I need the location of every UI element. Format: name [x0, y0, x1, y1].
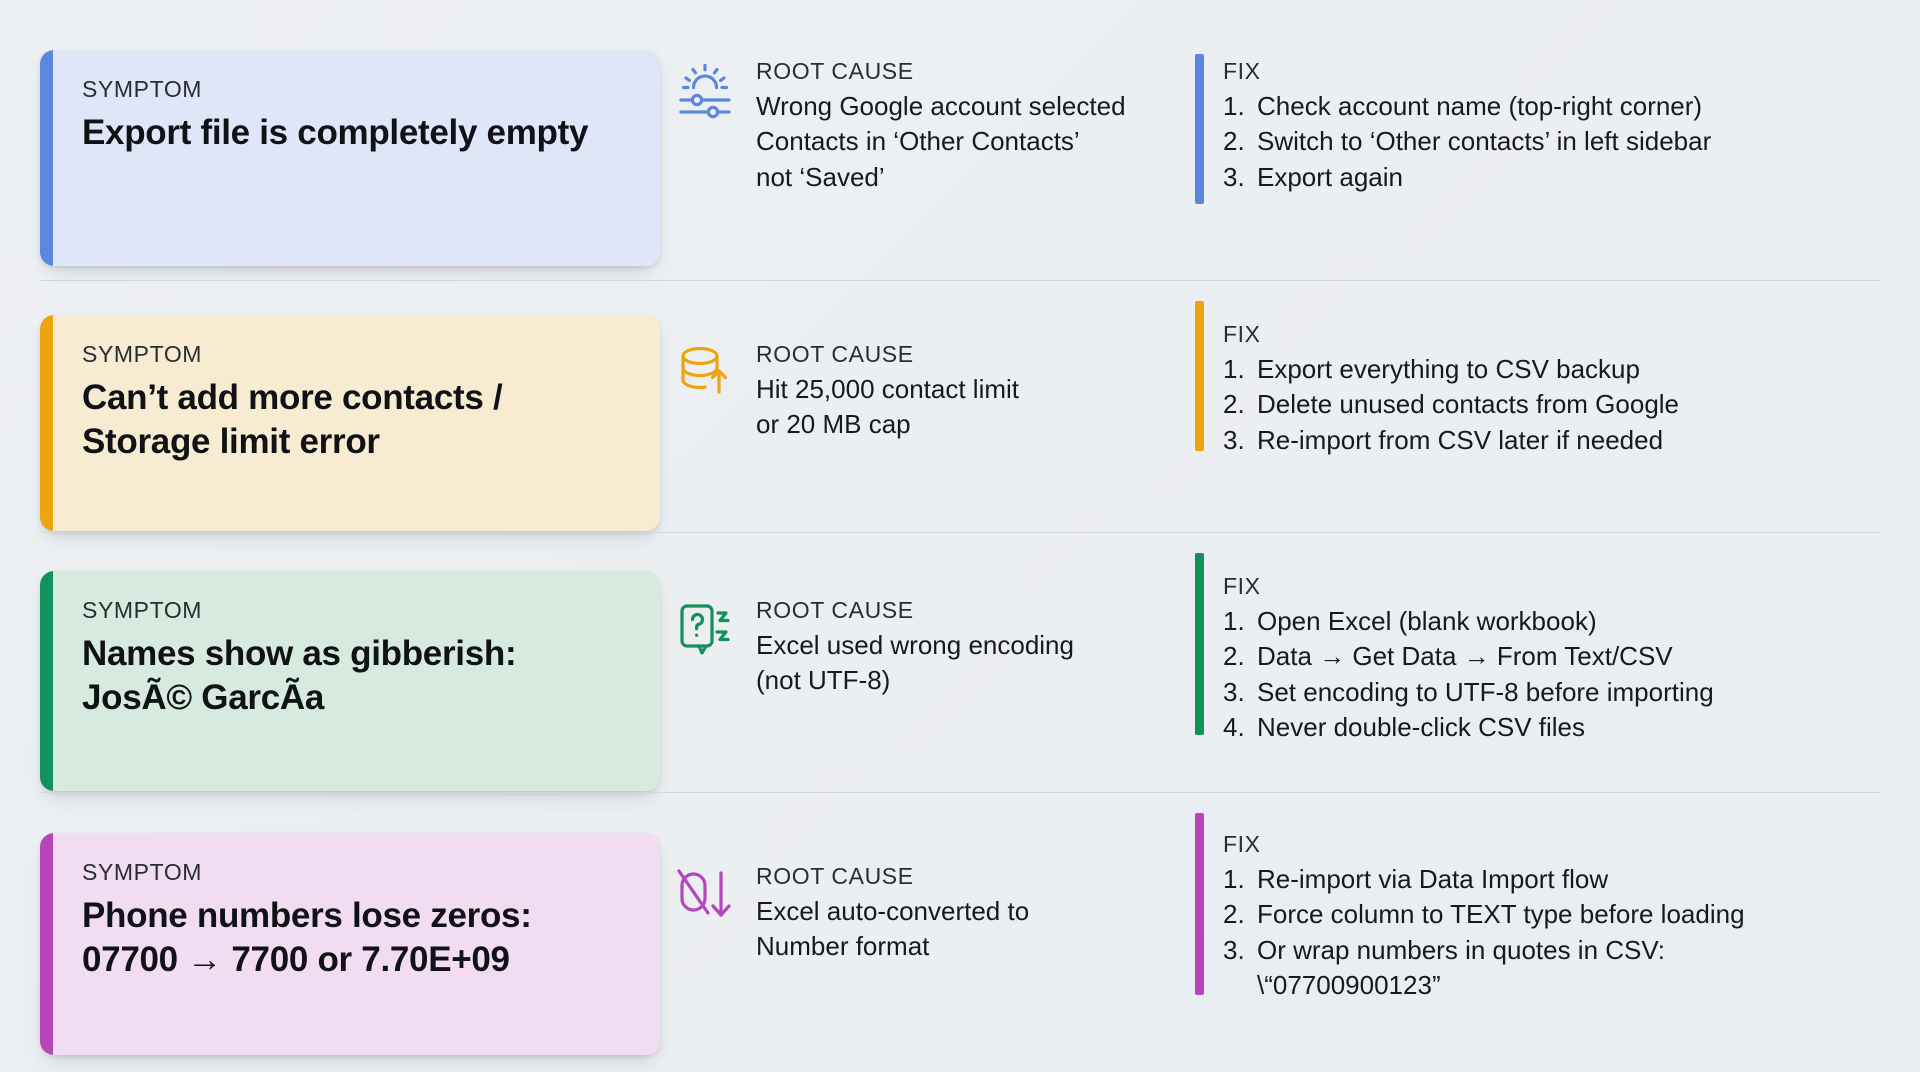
- list-item: 1. Export everything to CSV backup: [1223, 352, 1880, 387]
- root-cause-text: Excel auto-converted to Number format: [756, 896, 1030, 962]
- list-item: 4. Never double-click CSV files: [1223, 710, 1880, 745]
- symptom-title: Names show as gibberish: JosÃ© GarcÃ­a: [82, 634, 517, 718]
- fix-text: Export everything to CSV backup: [1257, 354, 1640, 384]
- fix-text: Export again: [1257, 161, 1403, 192]
- fix-list: 1. Open Excel (blank workbook) 2. Data →…: [1223, 604, 1880, 745]
- root-cause-block: ROOT CAUSE Hit 25,000 contact limit or 2…: [672, 297, 1177, 443]
- list-item: 1. Re-import via Data Import flow: [1223, 862, 1880, 897]
- list-item: 2. Switch to ‘Other contacts’ in left si…: [1223, 124, 1880, 159]
- database-upload-icon: [672, 339, 738, 405]
- fix-label: FIX: [1223, 58, 1261, 84]
- fix-text: Or wrap numbers in quotes in CSV: \“0770…: [1257, 934, 1665, 1001]
- fix-block: FIX 1. Open Excel (blank workbook) 2. Da…: [1195, 549, 1880, 745]
- fix-text: Never double-click CSV files: [1257, 712, 1586, 743]
- fix-number: 3.: [1223, 161, 1245, 192]
- root-cause-text: Wrong Google account selected Contacts i…: [756, 91, 1126, 192]
- fix-text: Check account name (top-right corner): [1257, 91, 1703, 121]
- symptom-label: SYMPTOM: [82, 597, 203, 623]
- fix-list: 1. Re-import via Data Import flow 2. For…: [1223, 862, 1880, 1003]
- list-item: 2. Delete unused contacts from Google: [1223, 387, 1880, 422]
- symptom-card: SYMPTOM Can’t add more contacts / Storag…: [40, 315, 660, 531]
- root-cause-label: ROOT CAUSE: [756, 863, 914, 889]
- list-item: 1. Open Excel (blank workbook): [1223, 604, 1880, 639]
- fix-number: 1.: [1223, 354, 1245, 384]
- root-cause-block: ROOT CAUSE Excel used wrong encoding (no…: [672, 549, 1177, 699]
- fix-number: 2.: [1223, 641, 1245, 672]
- list-item: 3. Set encoding to UTF-8 before importin…: [1223, 675, 1880, 710]
- list-item: 1. Check account name (top-right corner): [1223, 89, 1880, 124]
- fix-list: 1. Check account name (top-right corner)…: [1223, 89, 1880, 195]
- root-cause-block: ROOT CAUSE Excel auto-converted to Numbe…: [672, 809, 1177, 965]
- fix-number: 4.: [1223, 712, 1245, 743]
- troubleshooting-row: SYMPTOM Phone numbers lose zeros: 07700 …: [40, 792, 1880, 1055]
- symptom-label: SYMPTOM: [82, 341, 203, 367]
- fix-text: Force column to TEXT type before loading: [1257, 899, 1745, 930]
- symptom-card: SYMPTOM Export file is completely empty: [40, 50, 660, 266]
- symptom-title: Phone numbers lose zeros: 07700 → 7700 o…: [82, 896, 532, 980]
- symptom-card: SYMPTOM Phone numbers lose zeros: 07700 …: [40, 833, 660, 1055]
- troubleshooting-row: SYMPTOM Can’t add more contacts / Storag…: [40, 280, 1880, 532]
- fix-text: Data → Get Data → From Text/CSV: [1257, 641, 1673, 672]
- no-leading-zero-down-arrow-icon: [672, 861, 738, 927]
- fix-number: 1.: [1223, 606, 1245, 636]
- unknown-character-glitch-icon: [672, 595, 738, 661]
- fix-list: 1. Export everything to CSV backup 2. De…: [1223, 352, 1880, 458]
- fix-label: FIX: [1223, 831, 1261, 857]
- fix-label: FIX: [1223, 573, 1261, 599]
- fix-number: 2.: [1223, 126, 1245, 157]
- fix-block: FIX 1. Check account name (top-right cor…: [1195, 50, 1880, 205]
- fix-number: 2.: [1223, 389, 1245, 420]
- fix-text: Re-import from CSV later if needed: [1257, 424, 1664, 455]
- fix-text: Switch to ‘Other contacts’ in left sideb…: [1257, 126, 1712, 157]
- fix-text: Re-import via Data Import flow: [1257, 864, 1609, 894]
- fix-number: 2.: [1223, 899, 1245, 930]
- root-cause-text: Hit 25,000 contact limit or 20 MB cap: [756, 374, 1020, 440]
- fix-number: 1.: [1223, 864, 1245, 894]
- root-cause-label: ROOT CAUSE: [756, 597, 914, 623]
- root-cause-label: ROOT CAUSE: [756, 58, 914, 84]
- list-item: 2. Data → Get Data → From Text/CSV: [1223, 639, 1880, 674]
- list-item: 3. Or wrap numbers in quotes in CSV: \“0…: [1223, 933, 1880, 1004]
- list-item: 3. Re-import from CSV later if needed: [1223, 423, 1880, 458]
- fix-number: 1.: [1223, 91, 1245, 121]
- symptom-card: SYMPTOM Names show as gibberish: JosÃ© G…: [40, 571, 660, 791]
- fix-text: Open Excel (blank workbook): [1257, 606, 1597, 636]
- fix-label: FIX: [1223, 321, 1261, 347]
- fix-number: 3.: [1223, 934, 1245, 965]
- root-cause-text: Excel used wrong encoding (not UTF-8): [756, 630, 1074, 696]
- fix-number: 3.: [1223, 424, 1245, 455]
- list-item: 3. Export again: [1223, 160, 1880, 195]
- settings-sliders-icon: [672, 56, 738, 122]
- list-item: 2. Force column to TEXT type before load…: [1223, 897, 1880, 932]
- root-cause-block: ROOT CAUSE Wrong Google account selected…: [672, 50, 1177, 195]
- fix-block: FIX 1. Export everything to CSV backup 2…: [1195, 297, 1880, 458]
- symptom-title: Can’t add more contacts / Storage limit …: [82, 378, 503, 462]
- troubleshooting-row: SYMPTOM Export file is completely empty …: [40, 34, 1880, 280]
- troubleshooting-row: SYMPTOM Names show as gibberish: JosÃ© G…: [40, 532, 1880, 792]
- symptom-title: Export file is completely empty: [82, 113, 589, 152]
- fix-block: FIX 1. Re-import via Data Import flow 2.…: [1195, 809, 1880, 1003]
- fix-text: Delete unused contacts from Google: [1257, 389, 1680, 420]
- fix-text: Set encoding to UTF-8 before importing: [1257, 676, 1714, 707]
- root-cause-label: ROOT CAUSE: [756, 341, 914, 367]
- symptom-label: SYMPTOM: [82, 76, 203, 102]
- fix-number: 3.: [1223, 676, 1245, 707]
- symptom-label: SYMPTOM: [82, 859, 203, 885]
